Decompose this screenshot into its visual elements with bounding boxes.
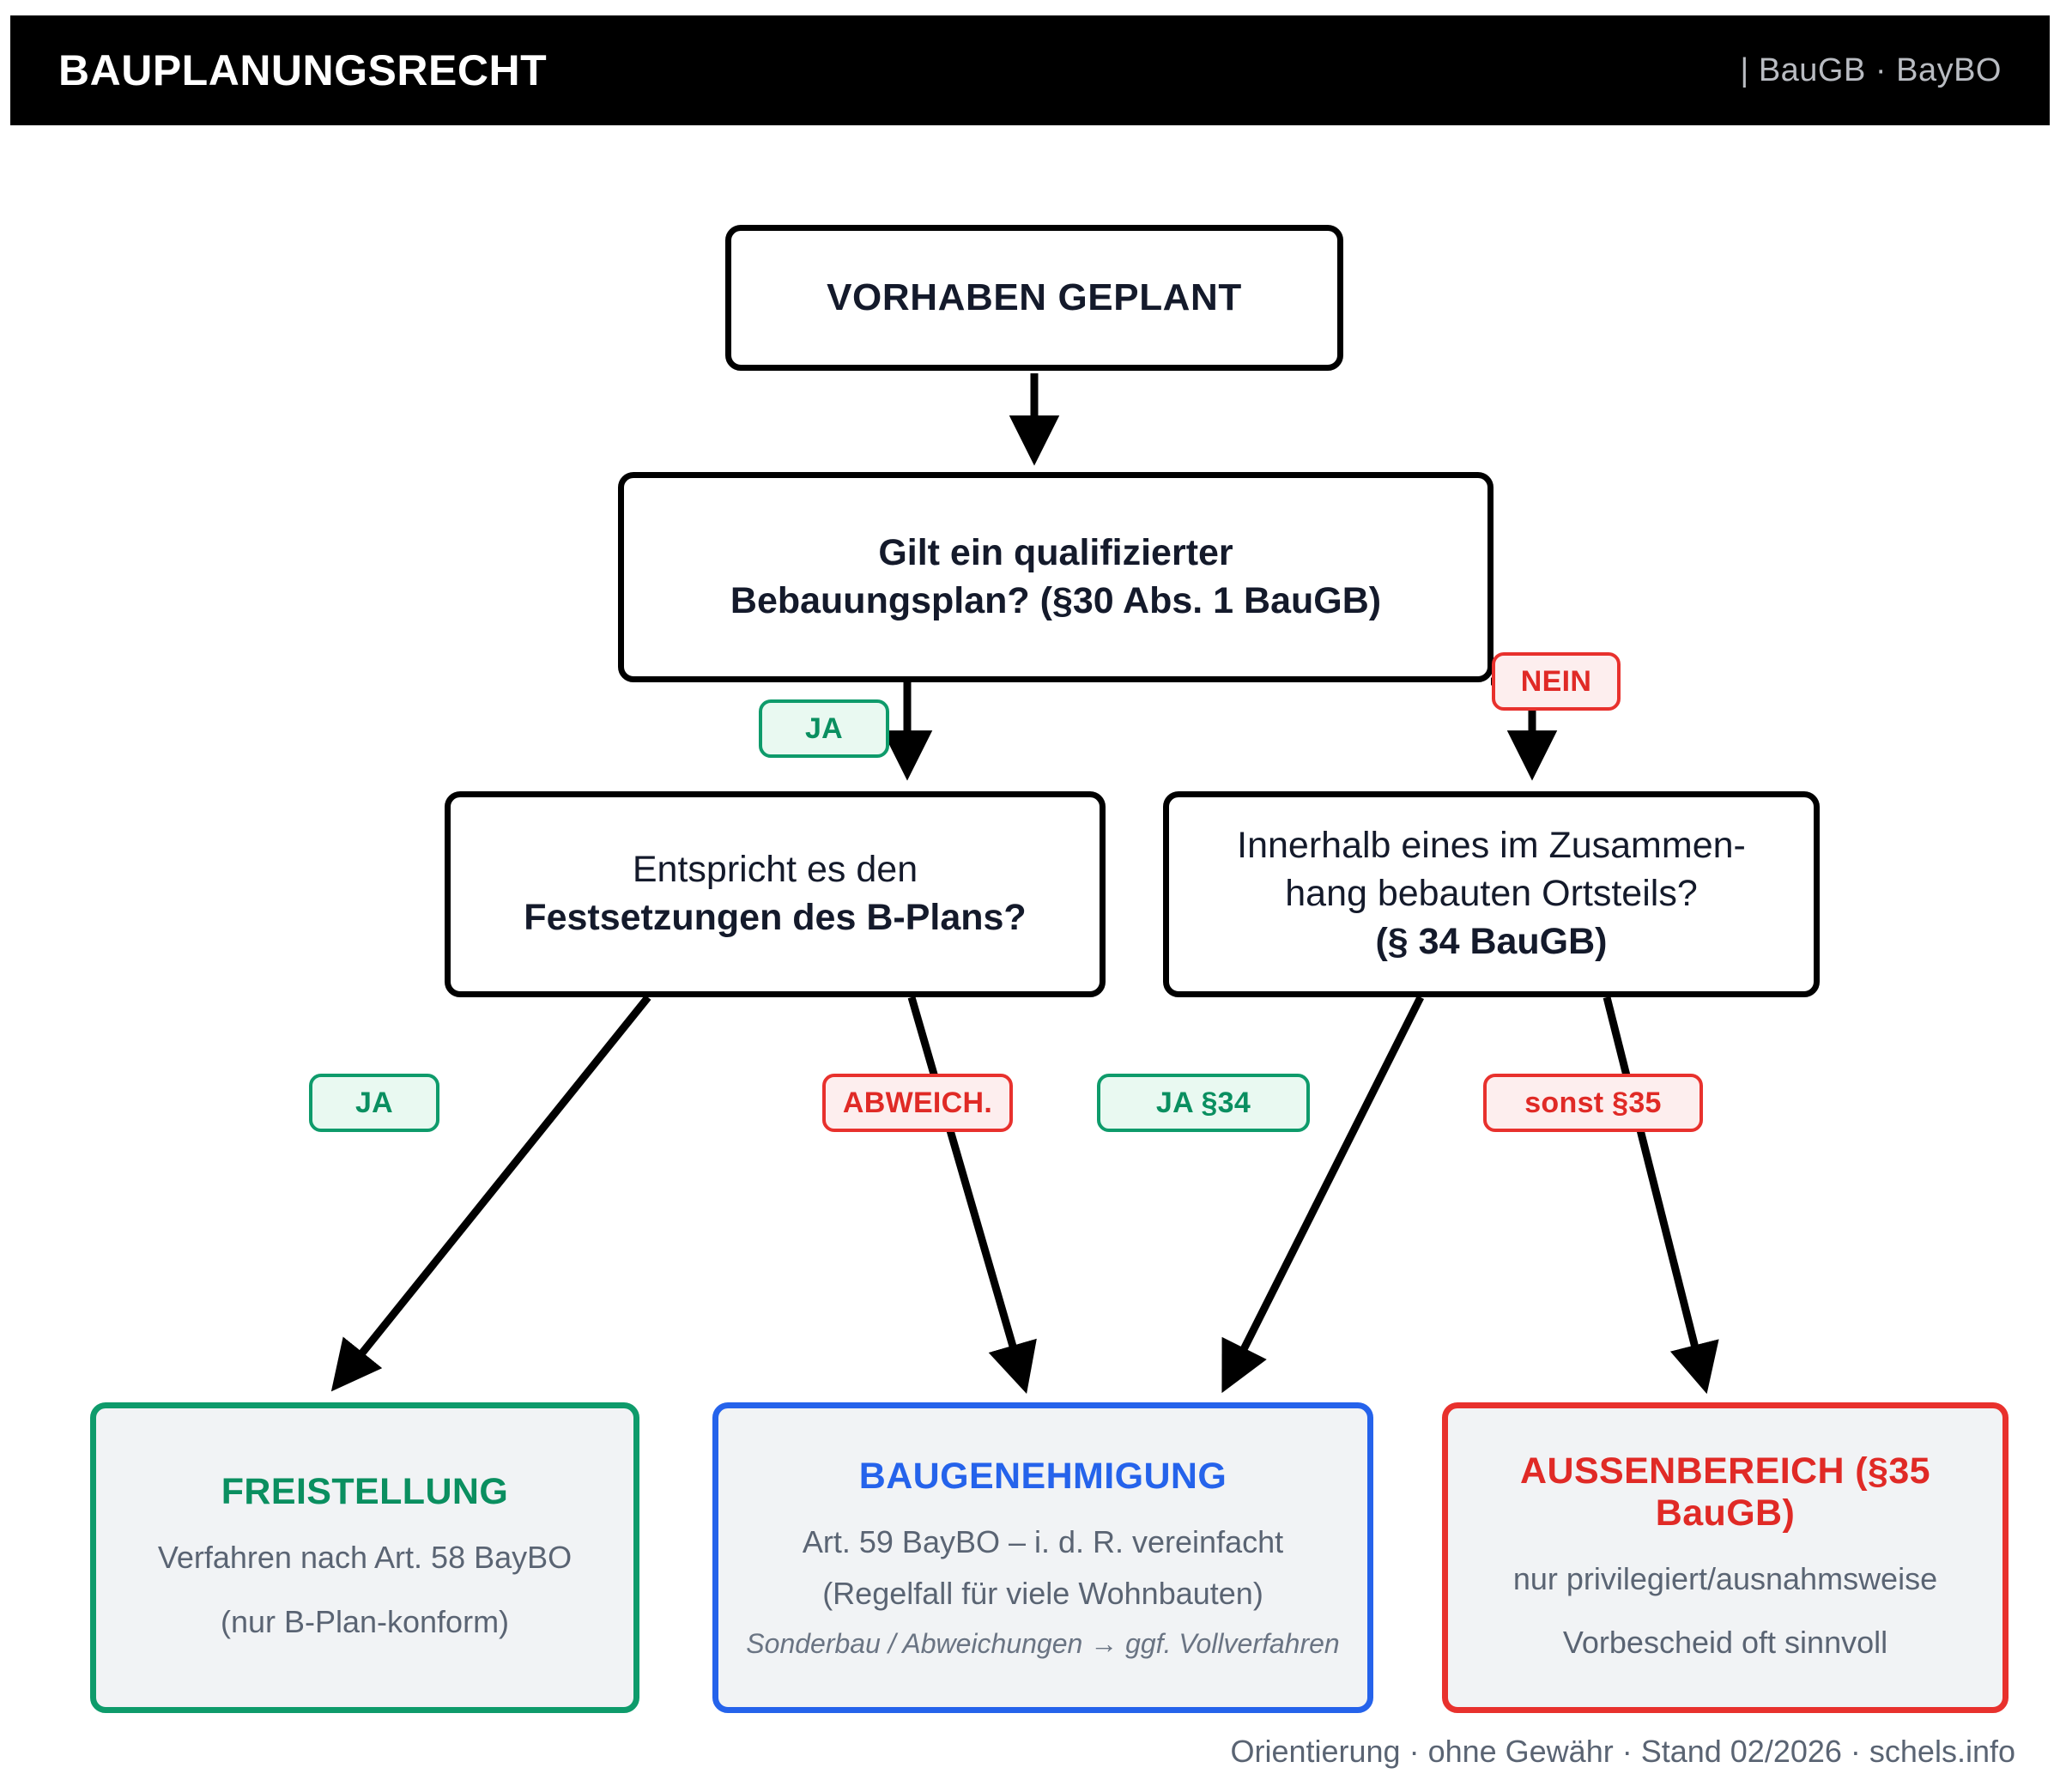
edge-q3-to-baugenehmigung	[1221, 995, 1425, 1394]
node-q-innenbereich[interactable]: Innerhalb eines im Zusammen- hang bebaut…	[1163, 791, 1820, 997]
node-q-innenbereich-line1: Innerhalb eines im Zusammen-	[1237, 825, 1746, 867]
edge-q2-to-baugenehmigung	[907, 996, 1037, 1395]
badge-ja-q1[interactable]: JA	[759, 699, 889, 758]
node-q-bebauungsplan-line2: Bebauungsplan? (§30 Abs. 1 BauGB)	[730, 579, 1382, 621]
badge-ja-q2[interactable]: JA	[309, 1074, 439, 1132]
edge-q2-to-freistellung	[330, 995, 651, 1392]
node-q-festsetzungen-line2: Festsetzungen des B-Plans?	[524, 897, 1027, 938]
result-aussenbereich-line2: Vorbescheid oft sinnvoll	[1562, 1625, 1888, 1660]
result-aussenbereich-title: AUSSENBEREICH (§35 BauGB)	[1520, 1450, 1930, 1534]
badge-nein-q1[interactable]: NEIN	[1492, 652, 1621, 711]
node-vorhaben-geplant[interactable]: VORHABEN GEPLANT	[725, 225, 1343, 371]
node-q-festsetzungen[interactable]: Entspricht es den Festsetzungen des B-Pl…	[445, 791, 1106, 997]
node-vorhaben-geplant-line1: VORHABEN GEPLANT	[827, 276, 1242, 319]
result-freistellung-title: FREISTELLUNG	[221, 1471, 509, 1513]
badge-abweich-q2[interactable]: ABWEICH.	[822, 1074, 1013, 1132]
result-freistellung[interactable]: FREISTELLUNG Verfahren nach Art. 58 BayB…	[90, 1402, 639, 1713]
node-q-festsetzungen-line1: Entspricht es den	[632, 849, 918, 891]
result-aussenbereich-line1: nur privilegiert/ausnahmsweise	[1512, 1560, 1938, 1596]
header-subtitle: | BauGB · BayBO	[1740, 51, 2002, 88]
node-q-innenbereich-line3: (§ 34 BauGB)	[1375, 920, 1608, 962]
result-freistellung-line1: Verfahren nach Art. 58 BayBO	[157, 1540, 573, 1576]
badge-ja34-q3[interactable]: JA §34	[1097, 1074, 1310, 1132]
result-baugenehmigung-title: BAUGENEHMIGUNG	[858, 1455, 1227, 1497]
result-freistellung-line2: (nur B-Plan-konform)	[220, 1603, 510, 1639]
page-header: BAUPLANUNGSRECHT | BauGB · BayBO	[10, 15, 2050, 125]
result-aussenbereich[interactable]: AUSSENBEREICH (§35 BauGB) nur privilegie…	[1442, 1402, 2008, 1713]
result-baugenehmigung-line2: (Regelfall für viele Wohnbauten)	[822, 1576, 1263, 1611]
node-q-bebauungsplan-line1: Gilt ein qualifizierter	[878, 531, 1233, 573]
edge-q3-to-aussenbereich	[1603, 996, 1719, 1395]
result-baugenehmigung-line1: Art. 59 BayBO – i. d. R. vereinfacht	[802, 1523, 1284, 1559]
badge-sonst35-q3[interactable]: sonst §35	[1483, 1074, 1703, 1132]
node-q-innenbereich-line2: hang bebauten Ortsteils?	[1285, 873, 1698, 915]
page-title: BAUPLANUNGSRECHT	[58, 46, 548, 94]
result-baugenehmigung-note: Sonderbau / Abweichungen → ggf. Vollverf…	[746, 1628, 1340, 1660]
result-baugenehmigung[interactable]: BAUGENEHMIGUNG Art. 59 BayBO – i. d. R. …	[712, 1402, 1373, 1713]
footer-disclaimer: Orientierung · ohne Gewähr · Stand 02/20…	[1230, 1734, 2015, 1769]
node-q-bebauungsplan[interactable]: Gilt ein qualifizierter Bebauungsplan? (…	[618, 472, 1494, 682]
